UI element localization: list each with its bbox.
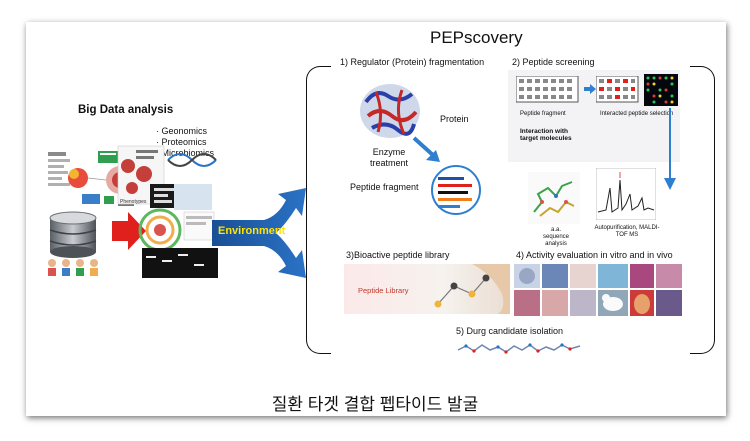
diagram-caption: 질환 타겟 결합 펩타이드 발굴 (0, 390, 750, 415)
activity-evaluation-images (514, 264, 682, 316)
omics-genomics: · Geonomics (156, 126, 214, 137)
step1-title: 1) Regulator (Protein) fragmentation (340, 57, 484, 68)
protein-label: Protein (440, 114, 469, 125)
step4-title: 4) Activity evaluation in vitro and in v… (516, 250, 673, 261)
diagram-title: PEPscovery (430, 28, 523, 48)
omics-collage (114, 144, 218, 280)
enzyme-arrow-icon (412, 136, 442, 164)
heatmap-label: Phenotypes (120, 199, 146, 205)
left-bracket (306, 66, 331, 354)
peptide-library-label: Peptide Library (358, 286, 408, 295)
step2-title: 2) Peptide screening (512, 57, 595, 68)
sequence-structure-image (528, 172, 580, 224)
enzyme-treatment-label: Enzyme treatment (370, 147, 408, 169)
right-bracket (690, 66, 715, 354)
autopurification-label: Autopurification, MALDI-TOF MS (592, 225, 662, 239)
screening-down-arrow-icon (660, 108, 680, 192)
fluorescence-array-image (644, 74, 678, 106)
peptide-array-plate (516, 76, 580, 104)
step5-title: 5) Durg candidate isolation (456, 326, 563, 337)
peptide-fragments-circle (424, 164, 488, 216)
interaction-target-label: Interaction with target molecules (520, 128, 584, 143)
drug-candidate-molecule (456, 340, 584, 356)
sequence-analysis-label: a.a. sequence analysis (538, 227, 574, 248)
screening-arrow-icon (584, 84, 596, 94)
protein-structure-image (358, 82, 422, 140)
peptide-fragment-label: Peptide fragment (350, 182, 419, 193)
maldi-spectrum-image (596, 168, 656, 220)
environment-label: Environment (218, 225, 285, 237)
big-data-heading: Big Data analysis (78, 104, 173, 116)
database-icon (44, 210, 104, 260)
step3-title: 3)Bioactive peptide library (346, 250, 450, 261)
screening-fragment-label: Peptide fragment (520, 111, 566, 118)
molecule-hand-image (432, 264, 510, 314)
interacted-plate (596, 76, 640, 104)
people-icons (46, 258, 106, 280)
